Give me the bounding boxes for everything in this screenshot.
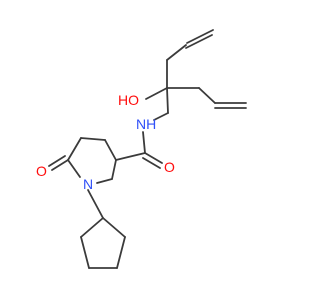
bond-ring-c4-c5 [80, 137, 106, 141]
bond-cp-c1-c2 [102, 217, 126, 238]
bond-ch2-nh [153, 112, 169, 121]
lactam-oxygen-label: O [36, 163, 47, 179]
bond-ring-c3-c4 [104, 139, 117, 161]
ring-nitrogen-label: N [83, 176, 93, 192]
bond-allyl1-terminal-b [186, 29, 214, 44]
bond-cp-c4-c5 [80, 236, 90, 269]
amide-nh-label: NH [136, 116, 156, 132]
bond-allyl1-ch-ch2 [166, 44, 187, 61]
bond-nh-carbonyl [142, 131, 146, 154]
bond-allyl2-ch2-ch [198, 87, 216, 104]
bond-allyl1-terminal-a [185, 34, 213, 49]
molecule-canvas: HO NH O N O [36, 29, 247, 269]
bond-ring-c6-n1 [67, 159, 81, 178]
amide-oxygen-label: O [164, 159, 175, 175]
bond-quat-ch2 [166, 87, 169, 114]
bond-lactam-o-a [51, 159, 69, 171]
bond-cp-c5-c1 [80, 217, 104, 238]
bond-carbonyl-ring-c3 [115, 152, 146, 161]
structure-diagram: HO NH O N O [36, 29, 247, 269]
bond-cp-c2-c3 [116, 236, 126, 269]
bond-quat-oh [145, 87, 168, 100]
bond-ring-c5-c6 [67, 137, 82, 161]
bond-ring-n1-c2 [96, 178, 113, 184]
bond-carbonyl-o-a [144, 152, 163, 164]
bond-lactam-o-b [48, 155, 66, 167]
hydroxyl-label: HO [118, 92, 139, 108]
bond-ring-c2-c3 [111, 159, 117, 180]
bond-carbonyl-o-b [142, 157, 161, 169]
bond-n1-cyclopentyl [87, 189, 104, 219]
